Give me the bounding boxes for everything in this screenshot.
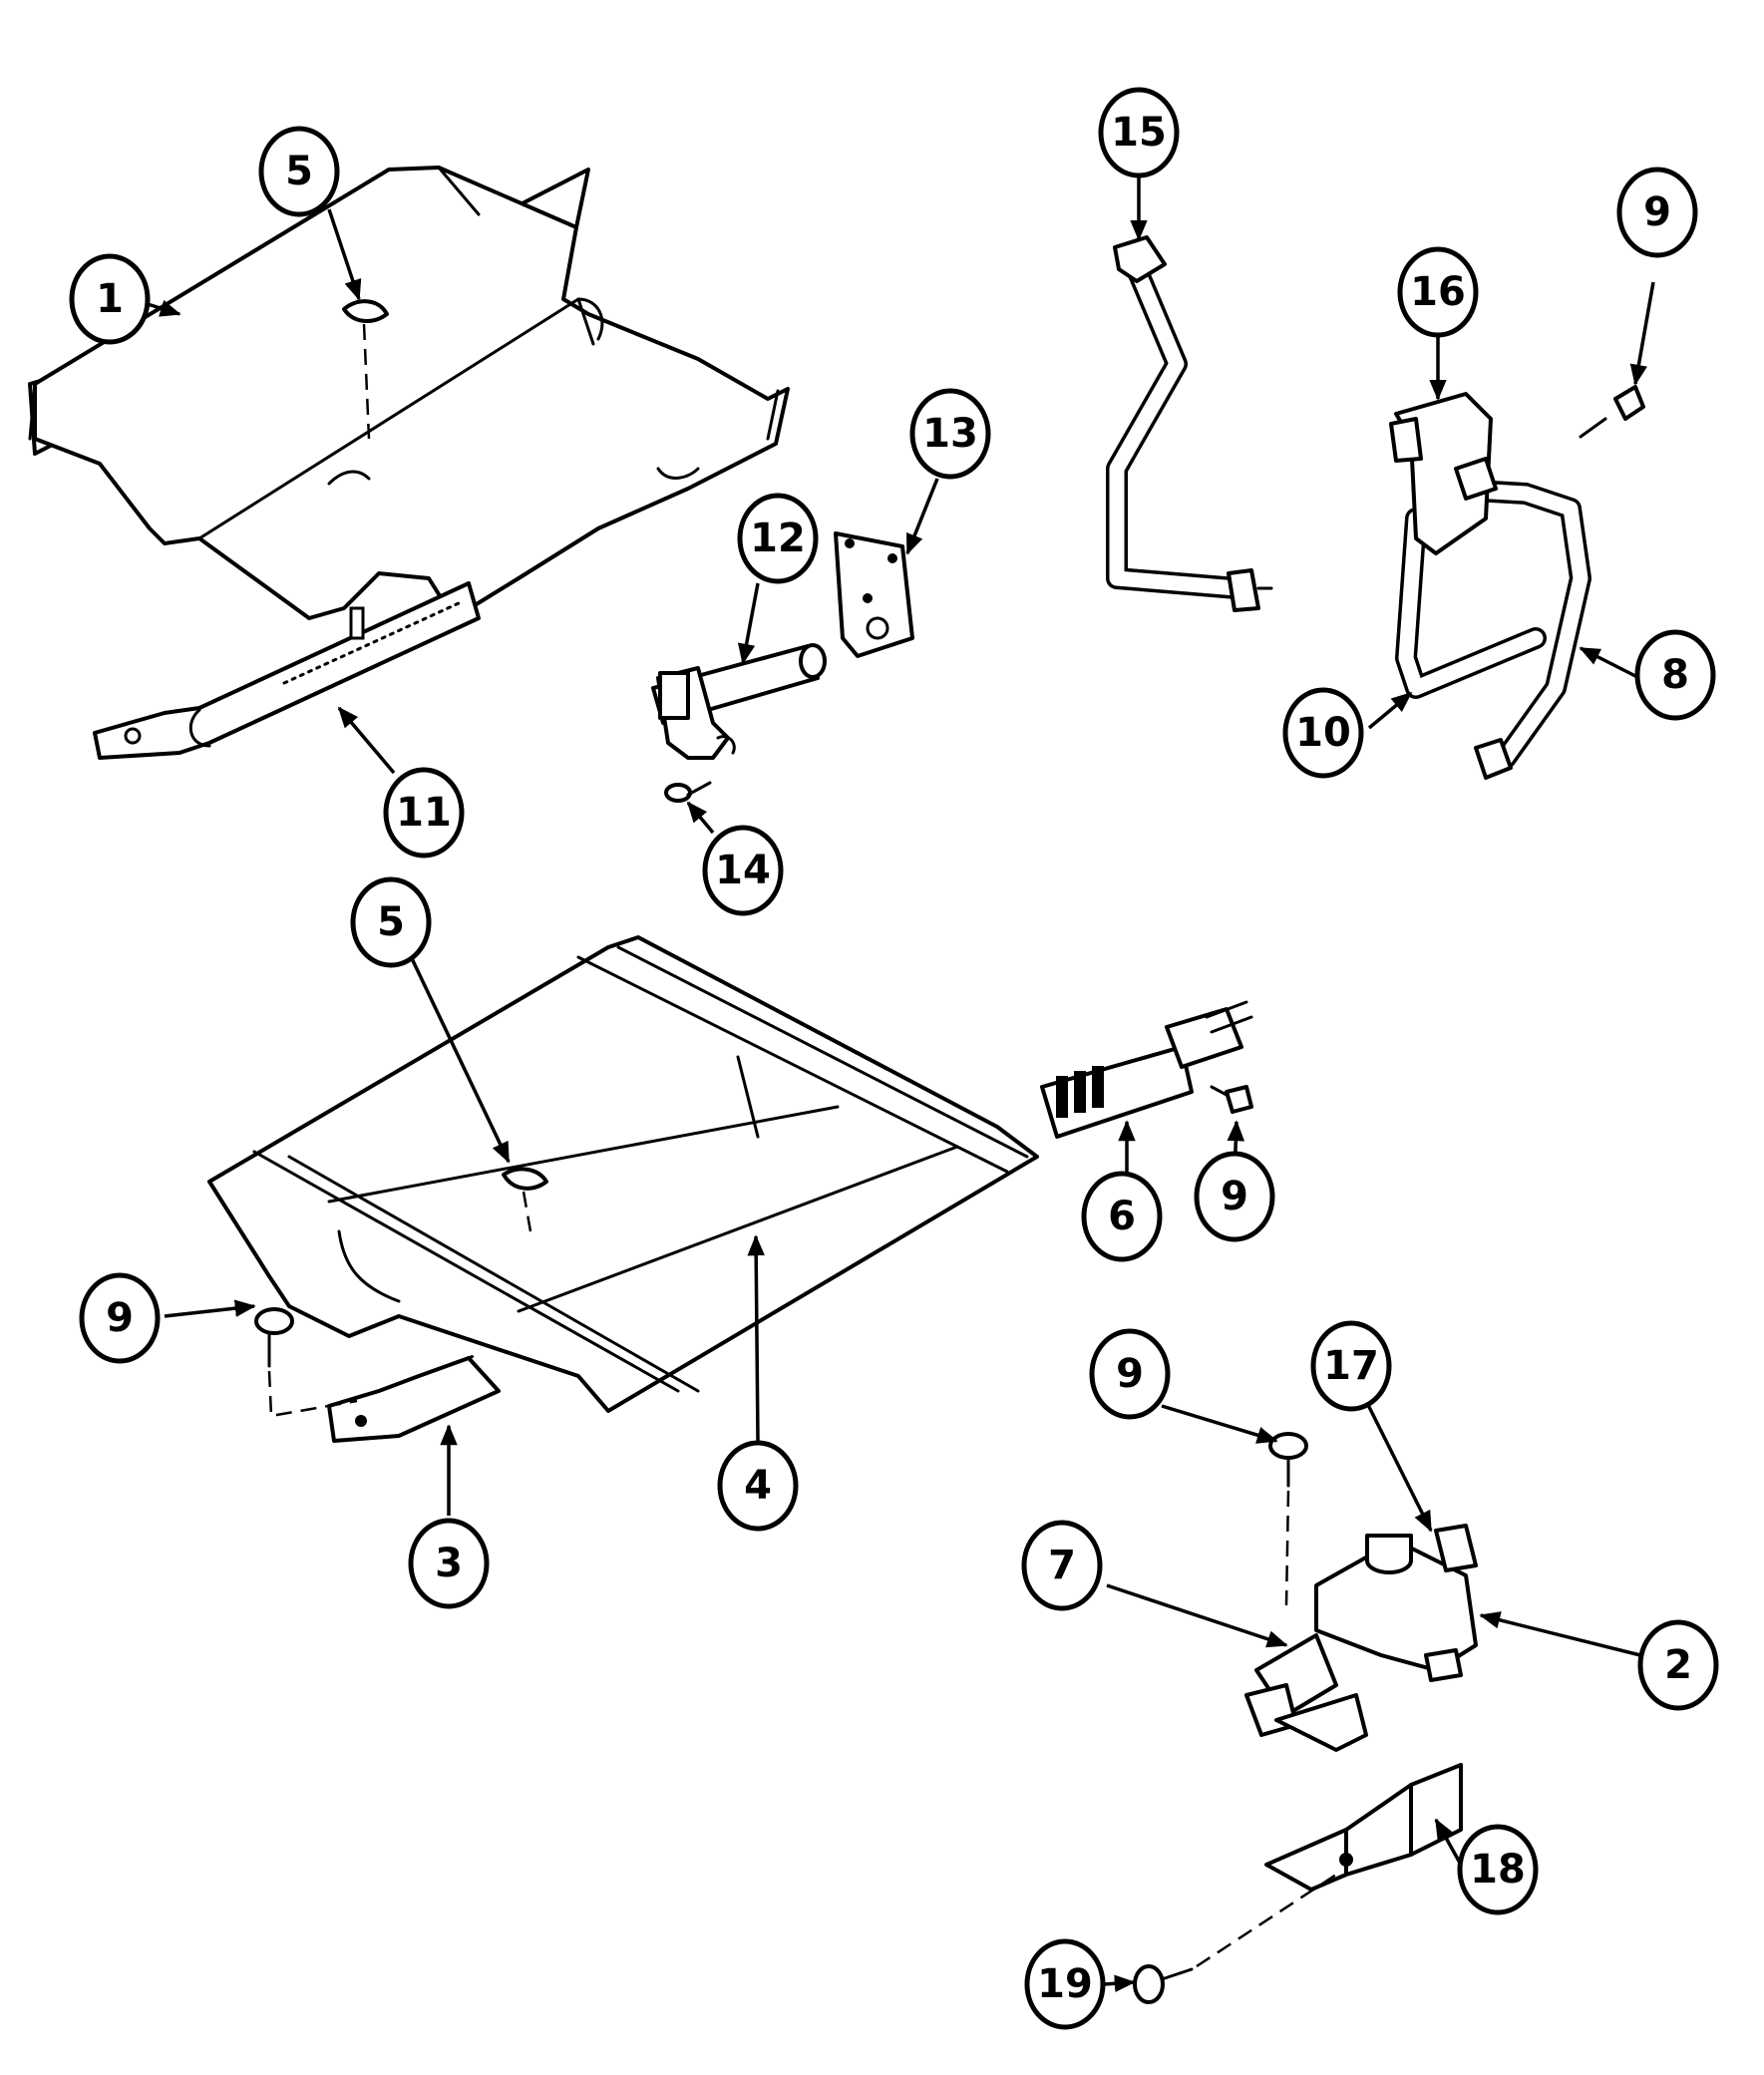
svg-text:18: 18	[1470, 1847, 1526, 1893]
callout-1: 1	[69, 253, 151, 345]
callout-9-valve: 9	[1089, 1328, 1171, 1420]
callout-19: 19	[1024, 1938, 1106, 2030]
callout-9-igniter: 9	[1194, 1151, 1275, 1242]
svg-text:9: 9	[1116, 1351, 1144, 1397]
igniter-assembly	[651, 643, 827, 760]
svg-text:2: 2	[1664, 1642, 1692, 1688]
callout-14: 14	[702, 825, 784, 916]
upper-burner-shield	[28, 166, 790, 620]
upper-burner-tube	[93, 581, 481, 760]
svg-text:6: 6	[1108, 1194, 1136, 1239]
callout-12: 12	[737, 493, 819, 584]
screw-top-right	[1579, 385, 1645, 439]
callout-3: 3	[408, 1518, 490, 1609]
svg-text:17: 17	[1323, 1343, 1379, 1389]
svg-text:7: 7	[1048, 1543, 1076, 1588]
wing-nut-upper	[342, 299, 389, 440]
gas-valve	[1244, 1524, 1478, 1752]
svg-text:16: 16	[1410, 269, 1466, 315]
callout-5-lower: 5	[350, 876, 432, 968]
screw-igniter	[1210, 1085, 1253, 1114]
callout-8: 8	[1634, 629, 1716, 721]
svg-text:1: 1	[96, 276, 124, 322]
callout-6: 6	[1081, 1171, 1163, 1262]
svg-text:11: 11	[396, 790, 452, 836]
svg-text:14: 14	[715, 848, 771, 893]
callout-4: 4	[717, 1440, 799, 1532]
igniter	[1040, 1000, 1253, 1139]
callout-15: 15	[1098, 87, 1180, 178]
svg-text:10: 10	[1295, 710, 1351, 756]
svg-text:9: 9	[106, 1295, 134, 1341]
callout-17: 17	[1310, 1320, 1392, 1412]
valve-bracket	[1264, 1763, 1463, 1892]
callout-2: 2	[1637, 1619, 1719, 1711]
callout-7: 7	[1021, 1520, 1103, 1611]
callout-9-top-right: 9	[1616, 167, 1698, 258]
callout-9-left: 9	[79, 1272, 161, 1364]
callout-16: 16	[1397, 246, 1479, 338]
leader-lines	[147, 177, 1655, 1993]
callout-11: 11	[383, 767, 465, 859]
svg-text:9: 9	[1221, 1174, 1248, 1219]
svg-text:5: 5	[285, 149, 313, 194]
gas-tube	[1106, 235, 1273, 612]
svg-text:19: 19	[1037, 1961, 1093, 2007]
valve-pipes-assembly	[1389, 392, 1591, 780]
svg-text:9: 9	[1643, 189, 1671, 235]
svg-text:5: 5	[377, 899, 405, 945]
wing-nut-lower	[502, 1167, 548, 1232]
svg-text:4: 4	[744, 1463, 772, 1509]
igniter-screw	[664, 781, 712, 803]
svg-text:13: 13	[922, 411, 978, 457]
lower-burner-tube	[327, 1354, 501, 1443]
svg-text:3: 3	[435, 1541, 463, 1586]
callout-10: 10	[1282, 687, 1364, 779]
svg-text:8: 8	[1661, 652, 1689, 698]
callout-5-upper: 5	[258, 126, 340, 217]
screw-left	[254, 1307, 358, 1418]
svg-text:15: 15	[1111, 110, 1167, 156]
svg-text:12: 12	[750, 516, 806, 561]
screw-valve	[1268, 1432, 1308, 1606]
screw-bracket	[1133, 1873, 1337, 2004]
lower-burner-shield	[207, 935, 1039, 1413]
bracket-plate	[834, 531, 914, 658]
callout-18: 18	[1457, 1824, 1539, 1915]
callout-13: 13	[909, 388, 991, 480]
